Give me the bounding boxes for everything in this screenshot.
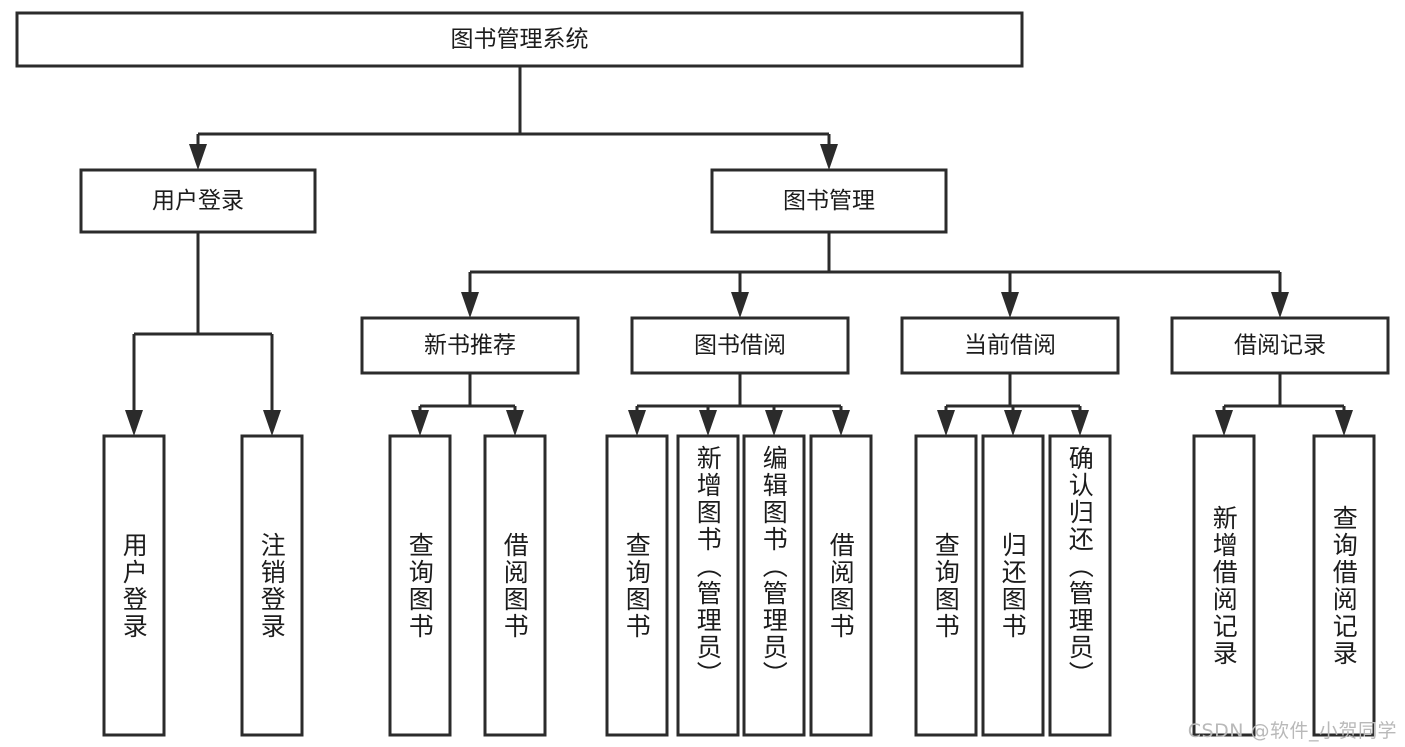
node-level2-0[interactable] (79, 168, 317, 234)
arrow-down-icon-g0-1 (506, 410, 524, 436)
node-level3-2[interactable] (900, 316, 1120, 375)
node-leaf-4[interactable] (605, 434, 669, 737)
arrow-down-icon-g2-1 (1004, 410, 1022, 436)
arrow-down-icon-g1-3 (832, 410, 850, 436)
arrow-down-icon-g2-2 (1071, 410, 1089, 436)
boxes-layer (15, 11, 1390, 737)
node-leaf-8[interactable] (914, 434, 978, 737)
arrow-down-icon-login-0 (125, 410, 143, 436)
arrow-down-icon-g3-0 (1215, 410, 1233, 436)
arrow-down-icon-g3-1 (1335, 410, 1353, 436)
arrow-down-icon-l2-0 (189, 144, 207, 170)
node-leaf-12[interactable] (1312, 434, 1376, 737)
node-level3-label-3: 借阅记录 (1234, 332, 1326, 358)
node-level2-label-0: 用户登录 (152, 187, 244, 213)
arrow-down-icon-l3-1 (731, 292, 749, 318)
node-leaf-10[interactable] (1048, 434, 1112, 737)
arrow-down-icon-g0-0 (411, 410, 429, 436)
arrow-down-icon-g2-0 (937, 410, 955, 436)
arrow-down-icon-l3-2 (1001, 292, 1019, 318)
node-level3-label-2: 当前借阅 (964, 332, 1056, 358)
arrow-down-icon-g1-0 (628, 410, 646, 436)
node-leaf-9[interactable] (981, 434, 1045, 737)
node-level2-1[interactable] (710, 168, 948, 234)
node-leaf-11[interactable] (1192, 434, 1256, 737)
arrow-down-icon-g1-1 (699, 410, 717, 436)
arrow-down-icon-g1-2 (765, 410, 783, 436)
csdn-watermark: CSDN @软件_小贺同学 (1187, 720, 1397, 742)
node-level3-0[interactable] (360, 316, 580, 375)
node-leaf-5[interactable] (676, 434, 740, 737)
arrow-down-icon-l3-3 (1271, 292, 1289, 318)
arrow-down-icon-login-1 (263, 410, 281, 436)
node-level3-label-1: 图书借阅 (694, 332, 786, 358)
node-level3-3[interactable] (1170, 316, 1390, 375)
connectors-layer (125, 66, 1353, 436)
arrow-down-icon-l2-1 (820, 144, 838, 170)
node-leaf-6[interactable] (742, 434, 806, 737)
node-leaf-0[interactable] (102, 434, 166, 737)
node-level2-label-1: 图书管理 (783, 187, 875, 213)
node-level3-1[interactable] (630, 316, 850, 375)
node-root[interactable] (15, 11, 1024, 68)
node-level3-label-0: 新书推荐 (424, 332, 516, 358)
node-leaf-2[interactable] (388, 434, 452, 737)
node-leaf-7[interactable] (809, 434, 873, 737)
node-root-label: 图书管理系统 (451, 26, 589, 52)
node-leaf-3[interactable] (483, 434, 547, 737)
arrow-down-icon-l3-0 (461, 292, 479, 318)
node-leaf-1[interactable] (240, 434, 304, 737)
